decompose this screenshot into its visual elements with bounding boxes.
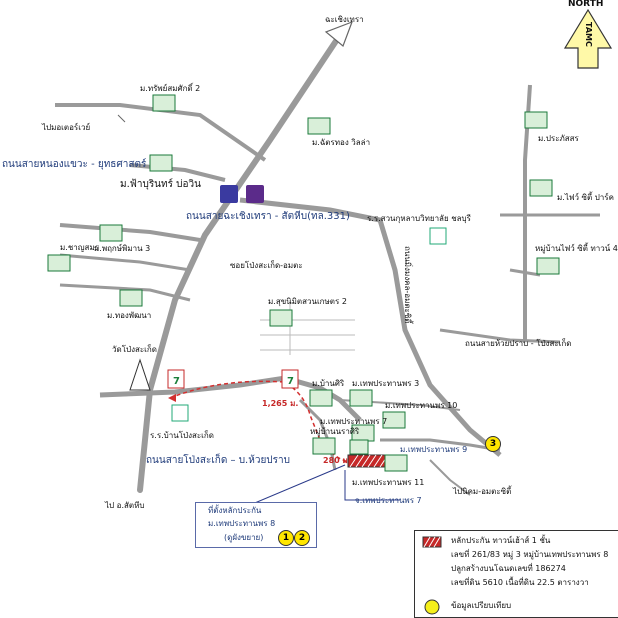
- marker-1: 1: [278, 530, 294, 546]
- school-icon: [171, 404, 189, 422]
- place-thep11: ม.เทพประทานพร 11: [352, 478, 425, 487]
- marker-2: 2: [294, 530, 310, 546]
- road-chachoengsao-sattahip-label: ถนนสายฉะเชิงเทรา - สัตหีบ(ทล.331): [186, 211, 350, 222]
- place-fahburin: ม.ฟ้าบุรินทร์ บ่อวิน: [120, 179, 201, 190]
- svg-text:7: 7: [287, 376, 294, 387]
- callout-line1: ที่ตั้งหลักประกัน: [208, 506, 262, 515]
- place-school: ร.ร.สวนกุหลาบวิทยาลัย ชลบุรี: [367, 214, 471, 223]
- north-arrow-icon: [563, 8, 613, 69]
- place-tongpanna: ม.ทองพัฒนา: [107, 311, 152, 320]
- svg-text:7: 7: [173, 376, 180, 387]
- place-chayomsin: ม.ชาญสมร: [60, 243, 100, 252]
- place-sukhumvit: ม.สุขนิมิตสวนเกษตร 2: [268, 297, 347, 306]
- north-label: NORTH: [568, 0, 604, 9]
- place-prasat: ม.ประภัสสร: [538, 134, 579, 143]
- place-moo-fivestar: หมู่บ้านไฟว์ ซิตี้ ทาวน์ 4: [535, 244, 618, 253]
- place-wat: วัดโป่งสะเก็ด: [112, 345, 157, 354]
- place-chattong: ม.ฉัตรทอง วิลล่า: [312, 138, 371, 147]
- bank-logo-icon: [220, 185, 238, 203]
- callout-line3: (ดูผังขยาย): [224, 533, 264, 542]
- legend-line5: ข้อมูลเปรียบเทียบ: [451, 601, 512, 610]
- legend: หลักประกัน ทาวน์เฮ้าส์ 1 ชั้น เลขที่ 261…: [414, 530, 618, 618]
- place-ban-school: ร.ร.บ้านโป่งสะเก็ด: [150, 431, 214, 440]
- place-moonsiri: หมู่บ้านนราศิริ: [310, 427, 360, 436]
- road-to-amata-label: ไปนิคม-อมตะซิตี้: [453, 487, 512, 496]
- road-motorway-label: ไปมอเตอร์เวย์: [42, 123, 91, 132]
- legend-line1: หลักประกัน ทาวน์เฮ้าส์ 1 ชั้น: [451, 536, 551, 545]
- road-nongkhaetae-label: ถนนสายหนองแขวะ - ยุทธศาสตร์: [2, 159, 147, 170]
- school-icon: [429, 227, 447, 245]
- marker-3: 3: [485, 436, 501, 452]
- place-fivestar: ม.ไฟว์ ซิตี้ ปาร์ค: [557, 193, 614, 202]
- place-pruksapiman: ม.พฤกษ์พิมาน 3: [94, 244, 151, 253]
- place-thep10: ม.เทพประทานพร 10: [385, 401, 458, 410]
- distance-label-2: 280 ม.: [323, 456, 351, 465]
- legend-line3: ปลูกสร้างบนโฉนดเลขที่ 186274: [451, 564, 566, 573]
- bank-logo-icon: [246, 185, 264, 203]
- road-chachoengsao-label: ฉะเชิงเทรา: [325, 15, 364, 24]
- place-bansiri: ม.บ้านศิริ: [312, 379, 345, 388]
- distance-label-1: 1,265 ม.: [262, 399, 299, 408]
- legend-line2: เลขที่ 261/83 หมู่ 3 หมู่บ้านเทพประทานพร…: [451, 550, 609, 559]
- legend-line4: เลขที่ดิน 5610 เนื้อที่ดิน 22.5 ตารางวา: [451, 578, 589, 587]
- pagoda-icon: [129, 358, 151, 391]
- callout-line2: ม.เทพประทานพร 8: [208, 519, 276, 528]
- road-soi-label: ซอยโป่งสะเก็ด-อมตะ: [230, 261, 303, 270]
- place-thep7b: จ.เทพประทานพร 7: [355, 496, 422, 505]
- road-pongsaket-huaypraab-label: ถนนสายโป่งสะเก็ด – บ.ห้วยปราบ: [146, 455, 290, 466]
- road-lane-vertical-label: ถนนมิ่งมงคล-อมตะซิตี้: [403, 246, 412, 324]
- place-thep7: ม.เทพประทานพร 7: [320, 417, 388, 426]
- road-to-sattahip-label: ไป อ.สัตหีบ: [105, 501, 145, 510]
- place-thep3: ม.เทพประทานพร 3: [352, 379, 420, 388]
- place-supsomsak2: ม.ทรัพย์สมศักดิ์ 2: [140, 84, 201, 93]
- tamc-label: TAMC: [584, 22, 593, 47]
- place-thep9: ม.เทพประทานพร 9: [400, 445, 468, 454]
- arrow-north-icon: [324, 20, 354, 47]
- road-huaypraab-label: ถนนสายห้วยปราบ - โป่งสะเก็ด: [465, 339, 572, 348]
